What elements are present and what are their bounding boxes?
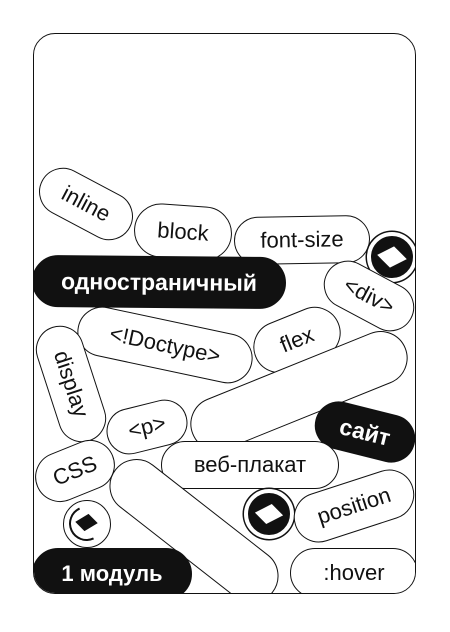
tag-site-label: сайт — [337, 412, 394, 451]
coin-icon — [63, 500, 111, 548]
tag-doctype-label: <!Doctype> — [107, 320, 223, 369]
tag-flex-label: flex — [276, 321, 318, 358]
tag-div-label: <div> — [339, 271, 399, 320]
tag-hover-label: :hover — [323, 560, 385, 585]
tag-doctype: <!Doctype> — [72, 302, 258, 388]
tag-single-page: одностраничный — [34, 254, 287, 310]
tag-inline: inline — [34, 159, 142, 249]
tags-card: inline block font-size одностраничный <d… — [33, 33, 416, 594]
tag-module-label: 1 модуль — [61, 561, 163, 586]
tag-web-poster-label: веб-плакат — [193, 452, 307, 477]
tag-css-label: CSS — [49, 450, 101, 491]
tag-position-label: position — [313, 481, 394, 530]
tag-single-page-label: одностраничный — [60, 267, 258, 296]
tag-web-poster: веб-плакат — [161, 441, 339, 489]
tag-module: 1 модуль — [34, 548, 192, 593]
tag-p-label: <p> — [125, 409, 169, 444]
tag-block: block — [132, 201, 234, 263]
tag-hover: :hover — [290, 548, 415, 593]
tag-display-label: display — [49, 347, 94, 421]
tag-css: CSS — [34, 432, 123, 510]
tag-inline-label: inline — [57, 180, 115, 227]
tag-font-size-label: font-size — [260, 226, 344, 253]
tag-block-label: block — [156, 217, 210, 246]
coin-icon — [244, 489, 294, 539]
